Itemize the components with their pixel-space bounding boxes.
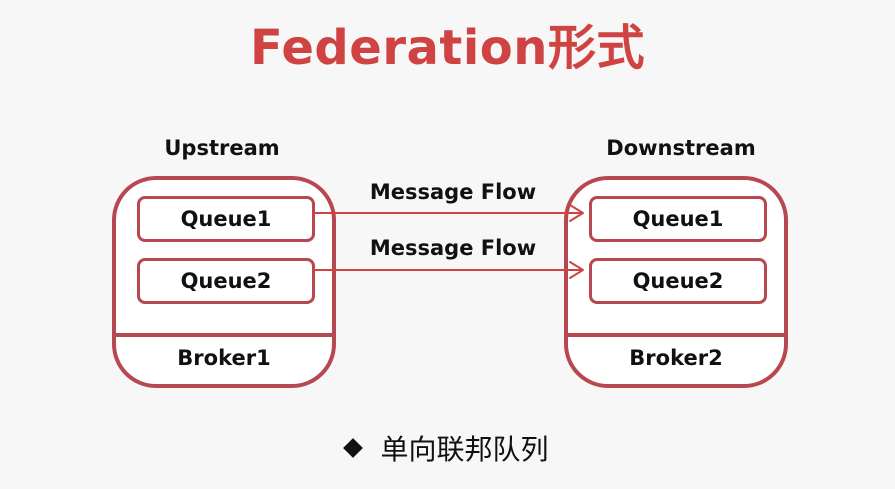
downstream-queue-1: Queue1 xyxy=(589,196,767,242)
upstream-broker-divider xyxy=(116,333,332,337)
downstream-broker-name: Broker2 xyxy=(629,346,723,370)
upstream-label: Upstream xyxy=(164,136,280,160)
upstream-broker-name: Broker1 xyxy=(177,346,271,370)
message-flow-label-1: Message Flow xyxy=(369,180,537,204)
upstream-queue-1: Queue1 xyxy=(137,196,315,242)
downstream-label: Downstream xyxy=(606,136,756,160)
diamond-bullet-icon xyxy=(343,438,364,458)
page-title: Federation形式 xyxy=(250,20,645,76)
downstream-broker: Queue1 Queue2 Broker2 xyxy=(564,176,788,388)
flow-arrow-2-head xyxy=(569,261,584,279)
footer-text: 单向联邦队列 xyxy=(380,433,549,466)
downstream-broker-divider xyxy=(568,333,784,337)
message-flow-label-2: Message Flow xyxy=(369,236,537,260)
flow-arrow-1-head xyxy=(569,204,584,222)
downstream-queue-2: Queue2 xyxy=(589,258,767,304)
footer-caption: 单向联邦队列 xyxy=(0,428,895,468)
upstream-queue-2: Queue2 xyxy=(137,258,315,304)
upstream-broker: Queue1 Queue2 Broker1 xyxy=(112,176,336,388)
